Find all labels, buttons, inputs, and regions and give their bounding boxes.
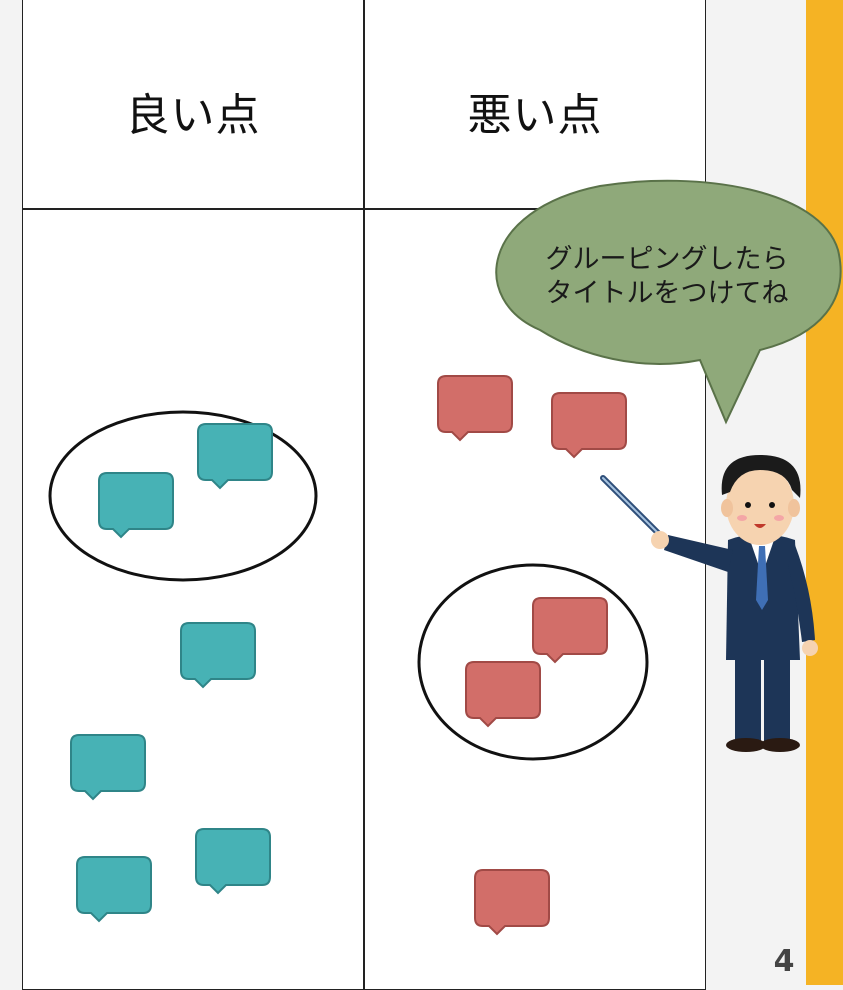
- bad-sticky-note-1[interactable]: [437, 375, 513, 442]
- bad-sticky-note-2[interactable]: [551, 392, 627, 459]
- good-sticky-note-3[interactable]: [180, 622, 256, 689]
- good-sticky-note-2[interactable]: [98, 472, 174, 539]
- page-number: 4: [773, 944, 795, 979]
- good-group-circle: [48, 410, 318, 582]
- bad-sticky-note-3[interactable]: [532, 597, 608, 664]
- bad-points-heading: 悪い点: [467, 90, 603, 141]
- pointer-stick: [600, 475, 663, 538]
- bad-sticky-note-4[interactable]: [465, 661, 541, 728]
- teacher-with-pointer-icon: [651, 455, 818, 752]
- speech-bubble-text: グルーピングしたら タイトルをつけてね: [495, 243, 839, 311]
- speech-line-1: グルーピングしたら: [545, 244, 789, 275]
- good-sticky-note-4[interactable]: [70, 734, 146, 801]
- good-sticky-note-1[interactable]: [197, 423, 273, 490]
- good-sticky-note-6[interactable]: [76, 856, 152, 923]
- header-divider: [23, 208, 705, 210]
- accent-bar: [806, 0, 843, 985]
- bad-sticky-note-5[interactable]: [474, 869, 550, 936]
- column-divider: [363, 0, 365, 989]
- speech-line-2: タイトルをつけてね: [545, 278, 789, 309]
- speech-bubble: [495, 179, 842, 425]
- good-sticky-note-5[interactable]: [195, 828, 271, 895]
- good-points-heading: 良い点: [125, 90, 261, 141]
- bad-group-circle: [417, 563, 649, 761]
